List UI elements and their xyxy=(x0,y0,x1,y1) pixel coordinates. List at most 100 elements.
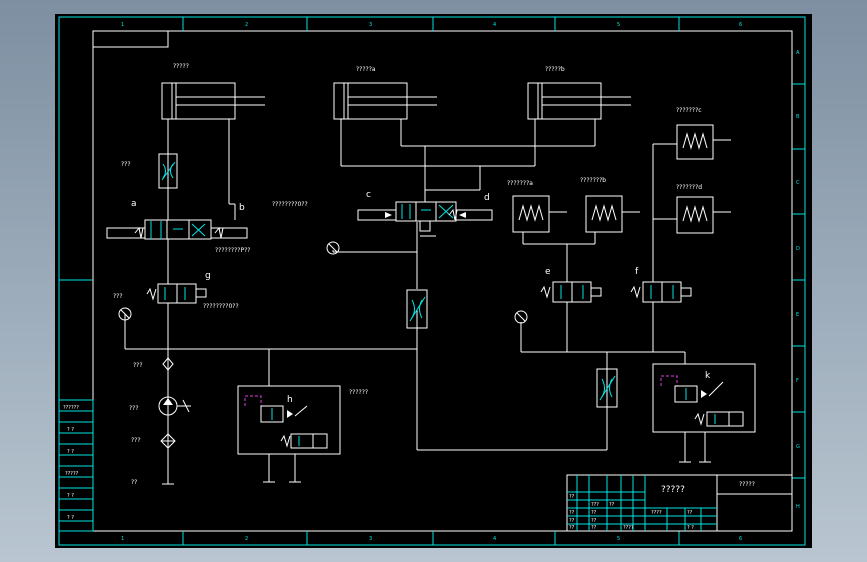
valve-c-label: c xyxy=(366,190,371,200)
spring-cylinder-d xyxy=(676,196,731,234)
throttle-valve-right xyxy=(596,368,618,408)
drawing-sheet: 1 2 3 4 5 6 1 2 3 4 5 6 A B C D E F G H … xyxy=(55,14,812,548)
spring-cylinder-e-label: ???????a xyxy=(507,180,533,187)
left-table-cell-2: ? ? xyxy=(67,427,74,433)
zone-6-bottom: 6 xyxy=(739,536,742,542)
valve-h-label: h xyxy=(287,395,293,405)
left-table-cell-5: ? ? xyxy=(67,493,74,499)
zone-3-top: 3 xyxy=(369,22,372,28)
zone-ticks xyxy=(182,17,805,545)
tb-cell-3: ?? xyxy=(609,502,615,508)
tb-cell-5: ?? xyxy=(591,510,597,516)
cylinder-b xyxy=(527,82,631,120)
drawing-name: ????? xyxy=(661,485,685,495)
zone-4-top: 4 xyxy=(493,22,496,28)
zone-b-side: B xyxy=(796,114,800,120)
pressure-gauge-right xyxy=(514,310,528,324)
right-circuit-lines xyxy=(520,143,706,462)
zone-h-side: H xyxy=(796,504,800,510)
spring-cylinder-c-label: ???????c xyxy=(676,107,702,114)
zone-4-bottom: 4 xyxy=(493,536,496,542)
directional-valve-left xyxy=(106,219,248,240)
filter-label: ??? xyxy=(133,362,143,369)
tb-cell-13: ? ? xyxy=(687,525,694,531)
pressure-gauge-left xyxy=(118,307,132,321)
valve-f-label: f xyxy=(635,267,639,277)
cylinder-b-label: ?????b xyxy=(545,66,565,73)
left-table-cell-3: ? ? xyxy=(67,449,74,455)
zone-2-top: 2 xyxy=(245,22,248,28)
valve-b-label: b xyxy=(239,203,245,213)
valve-g-label: g xyxy=(205,271,211,281)
tb-cell-11: ?? xyxy=(687,510,693,516)
tb-cell-1: ?? xyxy=(569,494,575,500)
tb-cell-10: ?? xyxy=(591,525,597,531)
note-p3: ????????0?? xyxy=(203,303,239,310)
valve-e-label: e xyxy=(545,267,551,277)
spring-cylinder-f-label: ???????b xyxy=(580,177,606,184)
left-table-cell-6: ? ? xyxy=(67,515,74,521)
filter2-label: ??? xyxy=(131,437,141,444)
tb-cell-7: ?? xyxy=(591,518,597,524)
note-p1: ????????0?? xyxy=(272,201,308,208)
tb-cell-6: ?? xyxy=(569,518,575,524)
tb-cell-4: ?? xyxy=(569,510,575,516)
throttle-valve-left xyxy=(158,153,178,189)
main-cylinder xyxy=(161,82,265,120)
zone-1-bottom: 1 xyxy=(121,536,124,542)
valve-g xyxy=(146,283,207,304)
relief-label: ?????? xyxy=(349,389,368,396)
zone-6-top: 6 xyxy=(739,22,742,28)
tb-cell-8: ???? xyxy=(651,510,662,516)
note-p2: ????????P?? xyxy=(215,247,250,254)
inner-border xyxy=(92,30,793,532)
check-valve xyxy=(162,357,174,371)
valve-e xyxy=(540,281,602,303)
tb-cell-12: ???? xyxy=(623,525,634,531)
oil-filter xyxy=(160,433,176,449)
gauge-label-left: ??? xyxy=(113,293,123,300)
title-block xyxy=(566,474,793,532)
left-table-cell-4: ????? xyxy=(65,471,79,477)
hydraulic-pump xyxy=(158,396,191,416)
drawing-code: ????? xyxy=(739,481,755,488)
spring-cylinder-f xyxy=(585,195,640,233)
corner-box xyxy=(92,30,169,48)
zone-5-bottom: 5 xyxy=(617,536,620,542)
zone-f-side: F xyxy=(796,378,799,384)
tb-cell-9: ?? xyxy=(569,525,575,531)
left-table-cell-1: ?????? xyxy=(63,405,79,411)
zone-2-bottom: 2 xyxy=(245,536,248,542)
hydraulic-schematic: 1 2 3 4 5 6 1 2 3 4 5 6 A B C D E F G H … xyxy=(58,16,806,546)
valve-d-label: d xyxy=(484,193,490,203)
valve-k-label: k xyxy=(705,371,711,381)
zone-e-side: E xyxy=(796,312,799,318)
zone-5-top: 5 xyxy=(617,22,620,28)
spring-cylinder-e xyxy=(512,195,567,233)
throttle-label-left: ??? xyxy=(121,161,131,168)
zone-c-side: C xyxy=(796,180,800,186)
relief-valve-k xyxy=(652,363,756,433)
left-revision-table xyxy=(58,399,94,532)
directional-valve-center xyxy=(357,201,493,237)
valve-a-label: a xyxy=(131,199,137,209)
tank-label: ?? xyxy=(131,479,137,486)
center-circuit-lines xyxy=(332,119,607,451)
left-circuit-lines xyxy=(124,119,417,484)
pressure-gauge-center xyxy=(326,241,340,255)
main-cylinder-label: ????? xyxy=(173,63,189,70)
tanks xyxy=(263,461,711,483)
spring-cylinder-c xyxy=(676,124,731,160)
zone-1-top: 1 xyxy=(121,22,124,28)
outer-border xyxy=(58,16,806,546)
cylinder-a-label: ?????a xyxy=(356,66,376,73)
zone-g-side: G xyxy=(796,444,800,450)
cylinder-a xyxy=(333,82,437,120)
spring-cylinder-d-label: ???????d xyxy=(676,184,702,191)
zone-d-side: D xyxy=(796,246,800,252)
zone-a-side: A xyxy=(796,50,800,56)
throttle-valve-center xyxy=(406,289,428,329)
valve-f xyxy=(630,281,692,303)
zone-3-bottom: 3 xyxy=(369,536,372,542)
tb-cell-2: ??? xyxy=(591,502,599,508)
